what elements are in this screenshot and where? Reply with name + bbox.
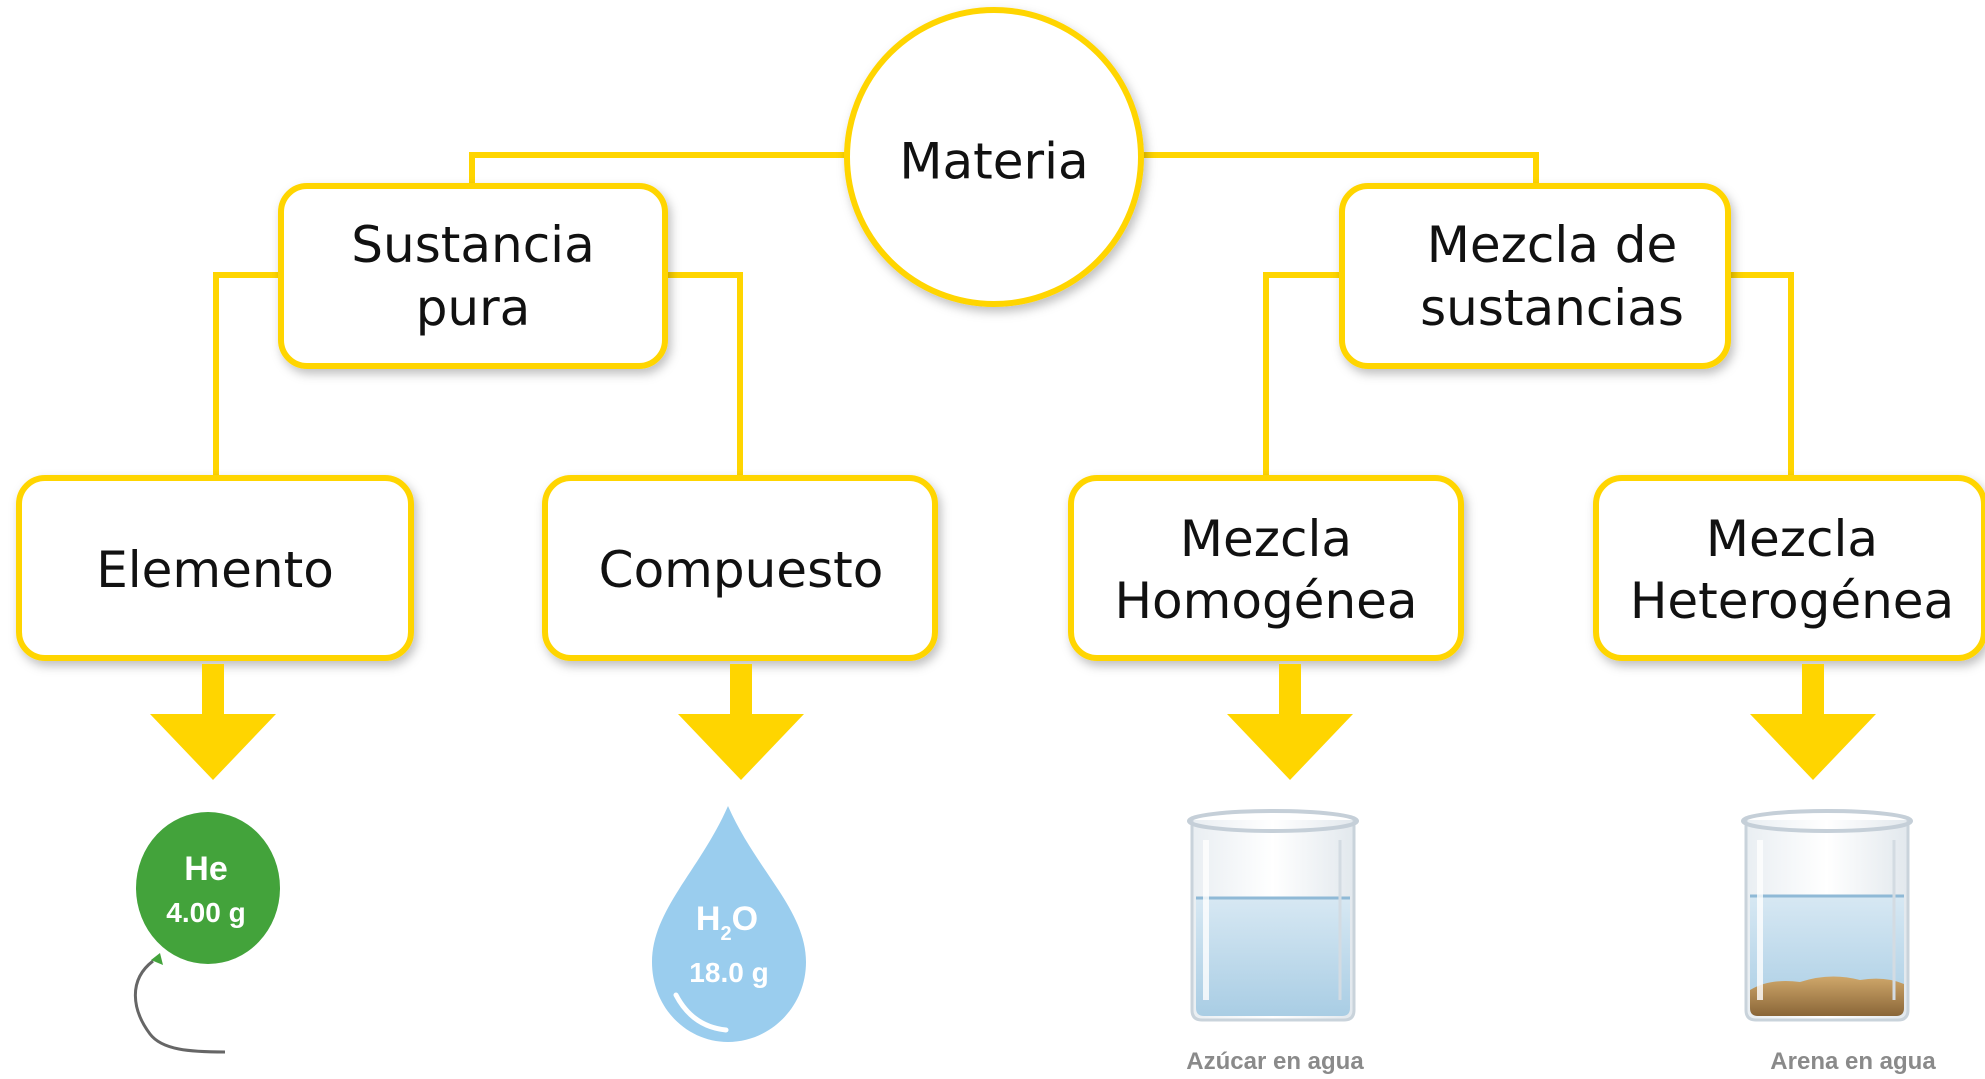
connector-pure-to-compound — [665, 272, 743, 478]
node-mezcla-de-sustancias-line2: sustancias — [1420, 279, 1684, 337]
node-mezcla-homogenea-line2: Homogénea — [1114, 572, 1417, 630]
node-materia: Materia — [844, 7, 1144, 307]
svg-text:H2O: H2O — [696, 900, 758, 945]
node-compuesto: Compuesto — [542, 475, 938, 661]
connector-pure-to-element — [213, 272, 281, 478]
connector-root-to-pure — [469, 152, 846, 186]
node-compuesto-label: Compuesto — [599, 541, 884, 599]
arrow-down-icon — [150, 664, 276, 780]
connector-mixture-to-heterogeneous — [1728, 272, 1794, 478]
node-mezcla-heterogenea-line1: Mezcla — [1706, 510, 1878, 568]
connector-root-to-mixture — [1142, 152, 1539, 186]
beaker-icon — [1741, 809, 1913, 1022]
node-mezcla-de-sustancias-line1: Mezcla de — [1427, 216, 1678, 274]
node-sustancia-pura-line1: Sustancia — [351, 216, 594, 274]
node-mezcla-heterogenea-line2: Heterogénea — [1630, 572, 1954, 630]
water-mass: 18.0 g — [689, 957, 768, 988]
connector-mixture-to-homogeneous — [1263, 272, 1342, 478]
arrow-down-icon — [678, 664, 804, 780]
water-drop-icon: H2O 18.0 g — [652, 806, 806, 1042]
node-mezcla-de-sustancias: Mezcla de sustancias — [1339, 183, 1731, 369]
arrow-down-icon — [1227, 664, 1353, 780]
helium-symbol: He — [184, 850, 227, 888]
connector-lines — [213, 152, 1794, 478]
node-materia-label: Materia — [899, 133, 1088, 191]
node-mezcla-homogenea-line1: Mezcla — [1180, 510, 1352, 568]
node-sustancia-pura: Sustancia pura — [278, 183, 668, 369]
water-symbol: H — [696, 900, 721, 938]
down-arrows — [150, 664, 1876, 780]
water-subscript: 2 — [720, 923, 731, 945]
water-symbol-tail: O — [732, 900, 758, 938]
caption-sugar-water: Azúcar en agua — [1186, 1048, 1364, 1075]
node-mezcla-heterogenea: Mezcla Heterogénea — [1593, 475, 1985, 661]
node-elemento-label: Elemento — [96, 541, 334, 599]
node-elemento: Elemento — [16, 475, 414, 661]
beaker-icon — [1187, 809, 1359, 1022]
node-mezcla-homogenea: Mezcla Homogénea — [1068, 475, 1464, 661]
caption-sand-water: Arena en agua — [1770, 1048, 1936, 1075]
node-sustancia-pura-line2: pura — [416, 279, 531, 337]
helium-mass: 4.00 g — [166, 897, 245, 928]
balloon-icon: He 4.00 g — [133, 812, 280, 1054]
arrow-down-icon — [1750, 664, 1876, 780]
